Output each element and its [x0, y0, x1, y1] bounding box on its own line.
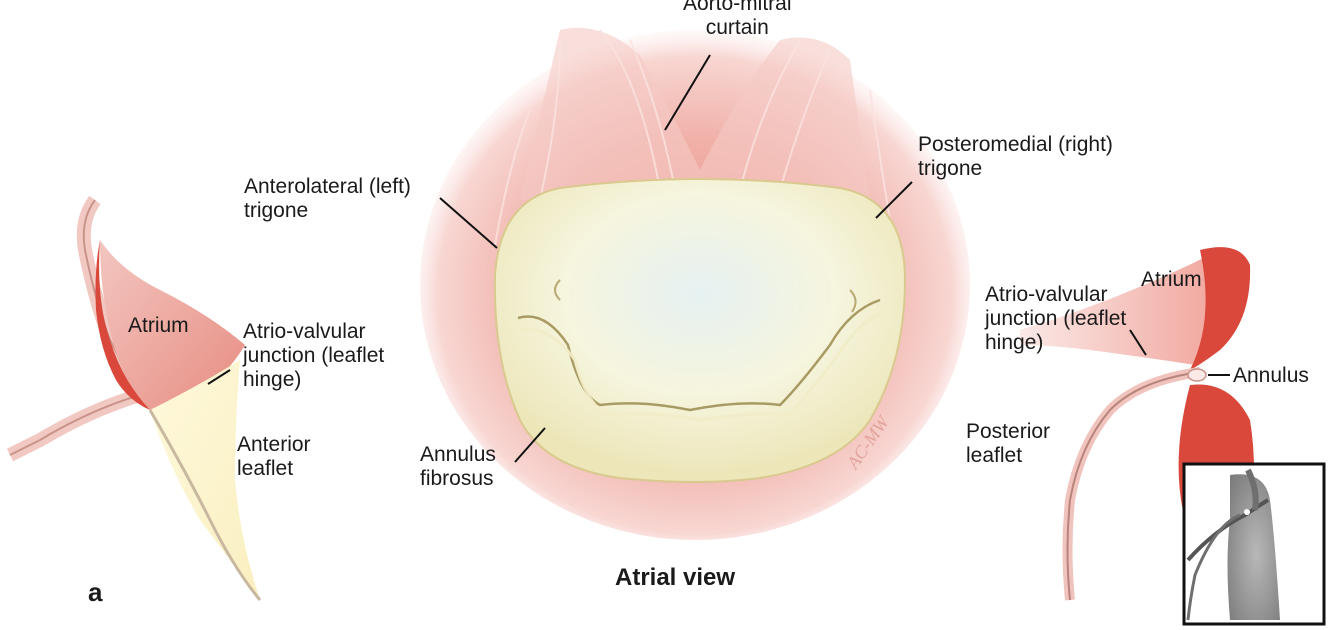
- label-atrio-valvular-right: Atrio-valvular junction (leaflet hinge): [985, 283, 1126, 355]
- label-anterolateral-trigone: Anterolateral (left) trigone: [244, 175, 411, 223]
- label-atrio-valvular-left: Atrio-valvular junction (leaflet hinge): [243, 320, 384, 392]
- panel-letter: a: [88, 580, 102, 604]
- label-annulus: Annulus: [1233, 364, 1309, 388]
- label-annulus-fibrosus: Annulus fibrosus: [420, 443, 496, 491]
- histology-inset: [1184, 464, 1324, 624]
- label-posteromedial-trigone: Posteromedial (right) trigone: [918, 133, 1113, 181]
- label-aorto-mitral-curtain: Aorto-mitral curtain: [683, 0, 792, 40]
- annulus-node: [1188, 369, 1206, 381]
- label-anterior-leaflet: Anterior leaflet: [237, 433, 311, 481]
- label-atrium-right: Atrium: [1141, 268, 1202, 292]
- label-atrium-left: Atrium: [128, 314, 189, 338]
- left-cross-section: [10, 200, 260, 600]
- central-valve-view: [420, 28, 970, 540]
- label-posterior-leaflet: Posterior leaflet: [966, 420, 1050, 468]
- caption-atrial-view: Atrial view: [615, 566, 735, 590]
